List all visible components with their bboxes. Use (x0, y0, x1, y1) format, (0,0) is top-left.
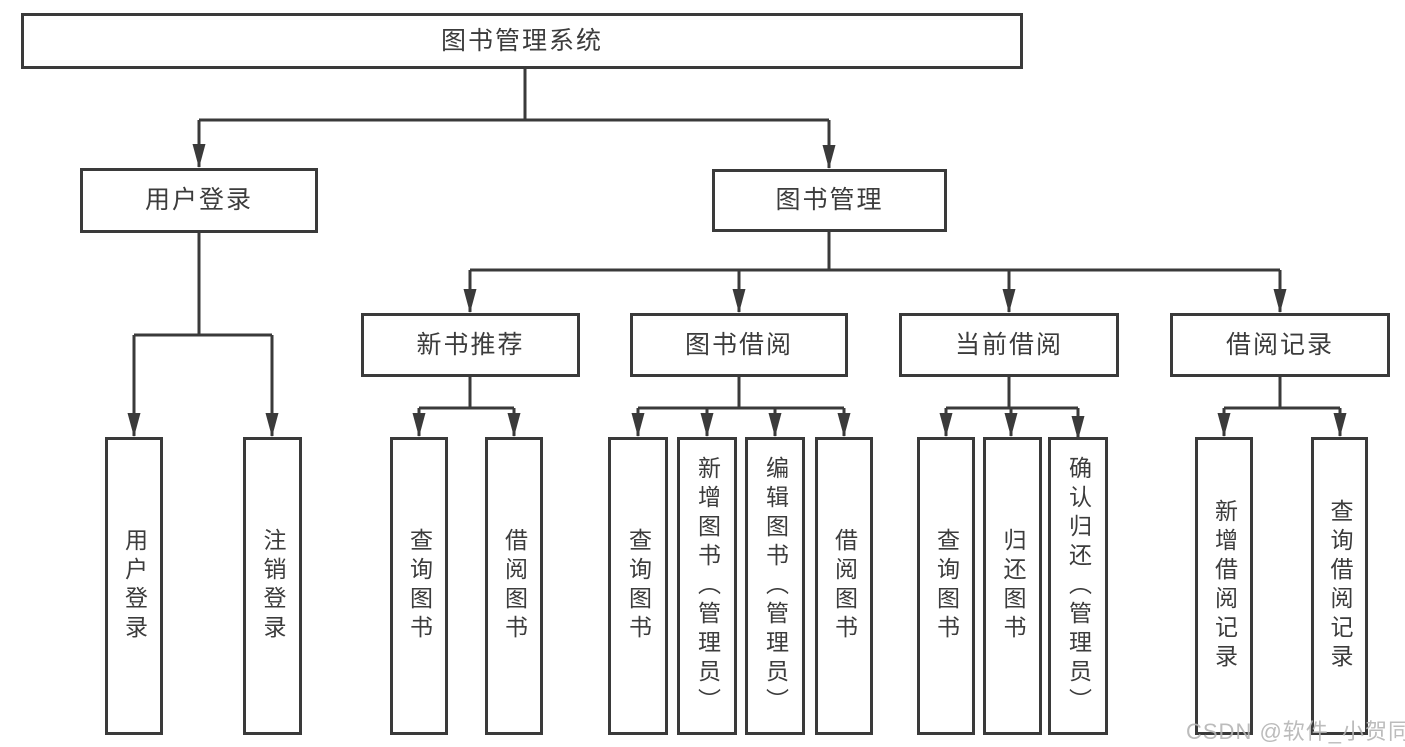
node-user-login-module: 用户登录 (80, 168, 318, 233)
node-borrow-books: 借阅图书 (815, 437, 873, 735)
node-query-books-borrow: 查询图书 (608, 437, 668, 735)
node-query-borrow-record: 查询借阅记录 (1311, 437, 1368, 735)
node-query-books-recommend: 查询图书 (390, 437, 448, 735)
node-logout-login: 注销登录 (243, 437, 302, 735)
node-add-borrow-record: 新增借阅记录 (1195, 437, 1253, 735)
branch-book-borrowing (631, 377, 851, 437)
node-label: 用户登录 (121, 528, 148, 644)
node-add-books-admin: 新增图书（管理员） (677, 437, 737, 735)
branch-root (192, 69, 836, 169)
node-library-management-system: 图书管理系统 (21, 13, 1023, 69)
branch-user-login (127, 233, 279, 437)
node-label: 查询图书 (933, 528, 960, 644)
node-label: 注销登录 (260, 528, 286, 644)
csdn-watermark: CSDN @软件_小贺同学 (1186, 719, 1405, 744)
node-current-borrowing: 当前借阅 (899, 313, 1119, 377)
node-label: 借阅图书 (831, 528, 858, 644)
node-label: 图书管理系统 (440, 26, 603, 55)
node-label: 归还图书 (1000, 528, 1026, 644)
node-new-book-recommendation: 新书推荐 (361, 313, 580, 377)
node-label: 查询图书 (406, 528, 433, 644)
node-label: 编辑图书（管理员） (762, 455, 789, 717)
node-book-management-module: 图书管理 (712, 169, 947, 232)
node-label: 查询借阅记录 (1327, 499, 1353, 673)
node-confirm-return-admin: 确认归还（管理员） (1048, 437, 1108, 735)
node-return-books: 归还图书 (983, 437, 1042, 735)
node-label: 新增借阅记录 (1211, 499, 1238, 673)
node-borrow-books-recommend: 借阅图书 (485, 437, 543, 735)
node-query-books-current: 查询图书 (917, 437, 975, 735)
node-label: 当前借阅 (954, 330, 1063, 359)
node-label: 图书借阅 (684, 330, 793, 359)
node-book-borrowing: 图书借阅 (630, 313, 848, 377)
node-label: 用户登录 (144, 186, 253, 214)
branch-current-borrowing (939, 377, 1085, 440)
node-label: 借阅图书 (501, 528, 528, 644)
node-label: 新书推荐 (416, 330, 525, 359)
node-label: 新增图书（管理员） (694, 455, 721, 717)
branch-borrowing-records (1217, 377, 1347, 437)
node-label: 借阅记录 (1225, 330, 1334, 359)
node-edit-books-admin: 编辑图书（管理员） (745, 437, 805, 735)
node-label: 确认归还（管理员） (1065, 455, 1092, 717)
node-label: 图书管理 (775, 186, 884, 214)
branch-new-book-recommendation (412, 377, 521, 437)
node-borrowing-records: 借阅记录 (1170, 313, 1390, 377)
node-user-login: 用户登录 (105, 437, 163, 735)
node-label: 查询图书 (625, 528, 652, 644)
branch-book-management (463, 232, 1287, 313)
